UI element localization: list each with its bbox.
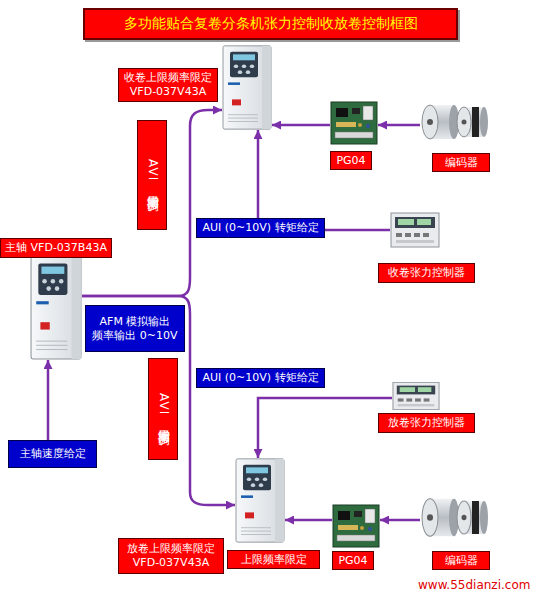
device-label: PG04 <box>330 151 372 170</box>
signal-label: AUI (0~10V) 转矩给定 <box>196 218 325 238</box>
signal-arrow <box>272 124 330 127</box>
signal-arrow <box>82 110 222 296</box>
device-label: PG04 <box>332 551 374 570</box>
inverter-node: 收卷上限频率限定 VFD-037V43A <box>222 45 272 130</box>
encoder-node: 编码器 <box>420 490 490 545</box>
signal-arrow <box>380 519 420 522</box>
signal-label: AVI 增量同步调 <box>137 120 167 230</box>
device-label: 上限频率限定 <box>227 550 320 569</box>
device-label: 放卷上限频率限定 VFD-037V43A <box>118 538 224 574</box>
unwind-inverter-image <box>236 459 284 542</box>
device-label: 放卷张力控制器 <box>378 413 475 433</box>
signal-arrow <box>378 124 420 127</box>
signal-label: AUI (0~10V) 转矩给定 <box>196 368 325 388</box>
controller-node: 收卷张力控制器 <box>390 210 440 250</box>
inverter-node: 放卷上限频率限定 VFD-037V43A上限频率限定 <box>235 458 285 543</box>
signal-arrow <box>258 398 392 458</box>
controller-image <box>393 382 439 409</box>
pg-card-node: PG04 <box>332 503 380 549</box>
device-label: 收卷张力控制器 <box>378 263 475 283</box>
device-label: 主轴 VFD-037B43A <box>0 238 112 258</box>
rewind-inverter-image <box>223 46 271 129</box>
signal-arrow <box>258 130 390 230</box>
signal-arrow <box>285 519 332 522</box>
device-label: 编码器 <box>432 551 490 570</box>
encoder-image <box>422 499 488 536</box>
pg-card-node: PG04 <box>330 100 378 146</box>
controller-image <box>391 213 439 247</box>
inverter-node: 主轴 VFD-037B43A <box>30 255 82 360</box>
pg-card-image <box>333 505 379 547</box>
signal-label: AFM 模拟输出 频率输出 0~10V <box>85 305 185 352</box>
diagram-title: 多功能贴合复卷分条机张力控制收放卷控制框图 <box>83 8 458 40</box>
pg-card-image <box>331 102 377 144</box>
input-node: 主轴速度给定 <box>8 440 97 468</box>
device-label: 编码器 <box>432 153 490 172</box>
main-inverter-image <box>31 256 81 359</box>
signal-label: AVI 增量同步调 <box>148 358 178 460</box>
watermark: www.55dianzi.com <box>418 577 532 593</box>
encoder-image <box>422 105 488 139</box>
signal-arrow <box>82 296 235 505</box>
controller-node: 放卷张力控制器 <box>392 380 440 412</box>
signal-arrow <box>47 360 50 440</box>
device-label: 主轴速度给定 <box>8 440 97 468</box>
device-label: 收卷上限频率限定 VFD-037V43A <box>118 68 218 102</box>
encoder-node: 编码器 <box>420 97 490 147</box>
